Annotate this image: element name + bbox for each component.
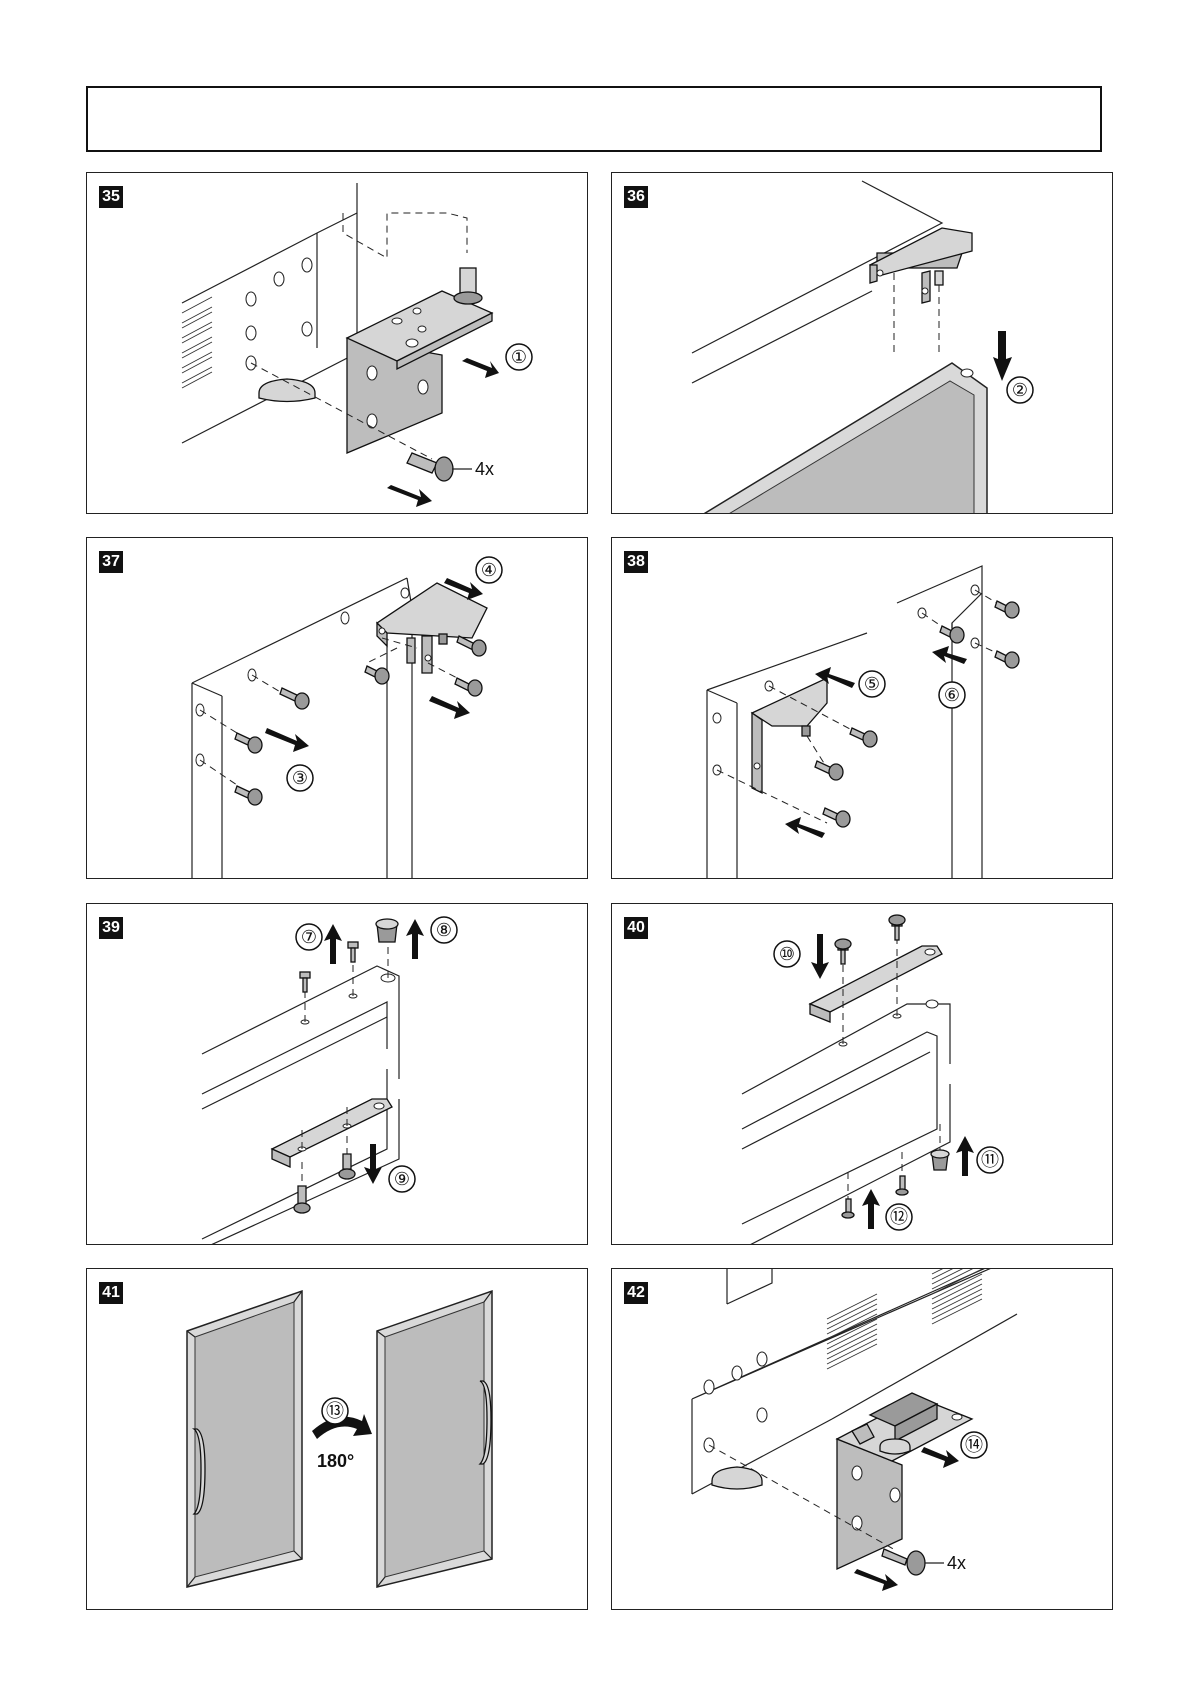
step-41-rotation-label: 180° — [317, 1451, 354, 1471]
step-41-callout-13: ⑬ — [326, 1401, 344, 1421]
step-41-number: 41 — [99, 1282, 123, 1304]
step-42-number: 42 — [624, 1282, 648, 1304]
header-box — [86, 86, 1102, 152]
step-38-panel: 38 ⑤ ⑥ — [611, 537, 1113, 879]
step-42-callouts: ⑭ 4x — [612, 1269, 1113, 1610]
step-35-callout-count: 4x — [475, 459, 494, 479]
step-35-callouts: ① 4x — [87, 173, 588, 514]
step-36-callouts: ② — [612, 173, 1113, 514]
step-40-callout-10: ⑩ — [779, 944, 795, 964]
step-36-panel: 36 ② — [611, 172, 1113, 514]
step-39-number: 39 — [99, 917, 123, 939]
step-36-callout-2: ② — [1012, 380, 1028, 400]
step-40-callout-12: ⑫ — [890, 1207, 908, 1227]
step-42-panel: 42 ⑭ 4x — [611, 1268, 1113, 1610]
step-39-callouts: ⑦ ⑧ ⑨ — [87, 904, 588, 1245]
step-35-number: 35 — [99, 186, 123, 208]
step-40-callouts: ⑩ ⑪ ⑫ — [612, 904, 1113, 1245]
step-40-number: 40 — [624, 917, 648, 939]
step-37-number: 37 — [99, 551, 123, 573]
step-36-number: 36 — [624, 186, 648, 208]
step-38-callout-6: ⑥ — [944, 685, 960, 705]
step-40-panel: 40 ⑩ ⑪ ⑫ — [611, 903, 1113, 1245]
step-41-panel: 41 ⑬ 180° — [86, 1268, 588, 1610]
step-37-callouts: ④ ③ — [87, 538, 588, 879]
step-37-panel: 37 ④ ③ — [86, 537, 588, 879]
step-35-panel: 35 ① 4x — [86, 172, 588, 514]
step-42-callout-14: ⑭ — [965, 1435, 983, 1455]
step-35-callout-1: ① — [511, 347, 527, 367]
step-39-callout-8: ⑧ — [436, 920, 452, 940]
step-37-callout-4: ④ — [481, 560, 497, 580]
step-38-callouts: ⑤ ⑥ — [612, 538, 1113, 879]
step-39-panel: 39 ⑦ ⑧ ⑨ — [86, 903, 588, 1245]
step-38-number: 38 — [624, 551, 648, 573]
step-42-callout-count: 4x — [947, 1553, 966, 1573]
step-37-callout-3: ③ — [292, 768, 308, 788]
step-39-callout-9: ⑨ — [394, 1169, 410, 1189]
step-40-callout-11: ⑪ — [981, 1150, 999, 1170]
step-39-callout-7: ⑦ — [301, 927, 317, 947]
step-38-callout-5: ⑤ — [864, 674, 880, 694]
step-41-callouts: ⑬ 180° — [87, 1269, 588, 1610]
